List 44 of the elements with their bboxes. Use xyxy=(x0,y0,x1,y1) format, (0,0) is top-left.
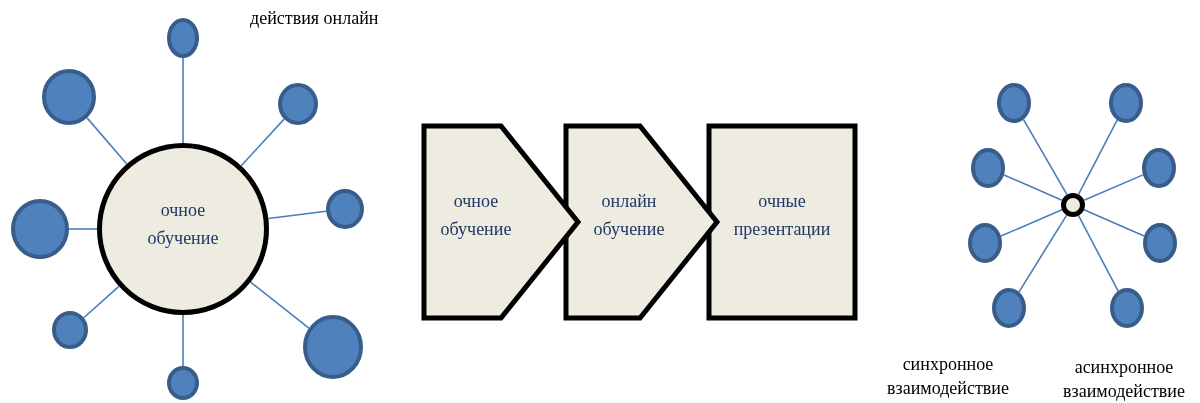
caption-text: действия онлайн xyxy=(250,7,379,30)
small-circle xyxy=(1061,193,1085,217)
connector-line xyxy=(1077,214,1119,292)
connector-line xyxy=(1083,174,1144,202)
connector-line xyxy=(82,285,120,319)
small-circle xyxy=(1109,83,1143,123)
connector-line xyxy=(240,118,285,167)
small-circle xyxy=(968,223,1002,263)
chevron-box xyxy=(421,123,581,321)
small-circle xyxy=(52,311,88,349)
connector-line xyxy=(182,57,184,144)
circle-node xyxy=(97,143,269,315)
small-circle xyxy=(303,315,363,379)
small-circle xyxy=(11,199,69,259)
node-text: очное обучение xyxy=(439,190,513,241)
connector-line xyxy=(1000,208,1063,237)
chevron-box xyxy=(563,123,720,321)
small-circle xyxy=(167,18,199,58)
connector-line xyxy=(1083,209,1145,237)
node-text: очное обучение xyxy=(146,199,220,250)
small-circle xyxy=(992,288,1026,328)
connector-line xyxy=(182,314,184,367)
small-circle xyxy=(278,83,318,125)
small-circle xyxy=(326,189,364,229)
connector-line xyxy=(86,117,128,165)
connector-line xyxy=(1077,119,1118,196)
small-circle xyxy=(971,148,1005,188)
connector-line xyxy=(267,210,327,220)
caption-text: асинхронное взаимодействие xyxy=(1062,356,1186,403)
connector-line xyxy=(1022,118,1068,196)
small-circle xyxy=(997,83,1031,123)
connector-line xyxy=(1003,174,1063,201)
caption-text: синхронное взаимодействие xyxy=(886,353,1010,400)
small-circle xyxy=(1143,223,1177,263)
small-circle xyxy=(42,69,96,125)
connector-line xyxy=(1018,214,1068,293)
small-circle xyxy=(1110,288,1144,328)
small-circle xyxy=(1142,148,1176,188)
node-text: онлайн обучение xyxy=(592,190,666,241)
connector-line xyxy=(68,228,98,230)
process-box xyxy=(706,123,858,321)
small-circle xyxy=(167,366,199,400)
connector-line xyxy=(249,281,310,329)
node-text: очные презентации xyxy=(732,190,832,241)
